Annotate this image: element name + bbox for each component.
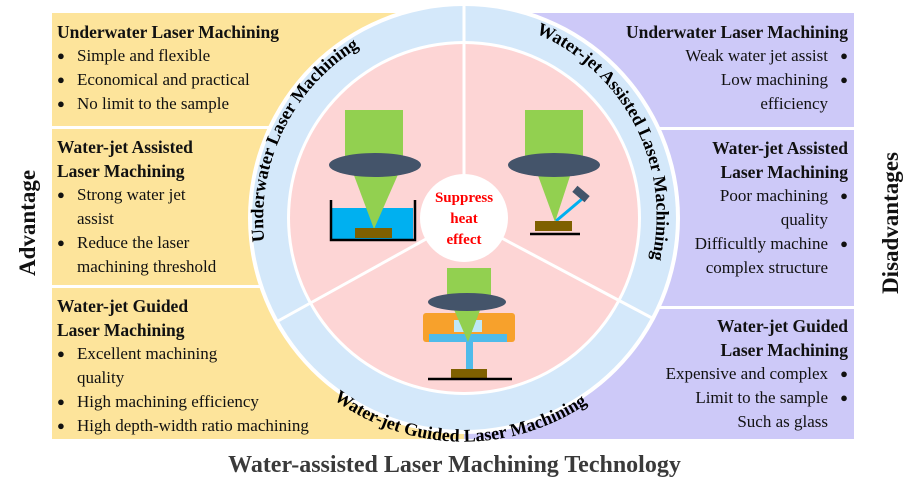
center-label-line: Suppress <box>435 190 493 206</box>
workpiece <box>355 228 392 238</box>
focused-beam <box>452 305 482 342</box>
laser-beam <box>345 110 403 160</box>
list-item: Poor machining quality <box>680 184 848 232</box>
heading: Underwater Laser Machining <box>626 22 848 42</box>
list-item: Reduce the laser machining threshold <box>57 231 245 279</box>
guided-machining-illustration <box>423 268 515 381</box>
focused-beam <box>536 170 572 222</box>
heading: Laser Machining <box>57 320 185 340</box>
list-item: Strong water jet assist <box>57 183 207 231</box>
advantage-guided: Water-jet Guided Laser Machining Excelle… <box>57 294 352 438</box>
underwater-machining-illustration <box>329 110 421 242</box>
disadvantage-label: Disadvantages <box>877 152 903 294</box>
heading: Water-jet Guided <box>716 316 848 336</box>
heading: Laser Machining <box>720 340 848 360</box>
heading: Laser Machining <box>57 161 185 181</box>
disadvantage-underwater: Underwater Laser Machining Weak water je… <box>590 20 848 116</box>
lens <box>329 153 421 177</box>
disadvantage-assisted: Water-jet Assisted Laser Machining Poor … <box>680 136 848 280</box>
tank-outline <box>329 200 417 242</box>
list-item: Difficultly machine complex structure <box>680 232 848 280</box>
heading: Water-jet Guided <box>57 296 189 316</box>
list-item: Economical and practical <box>57 68 317 92</box>
figure-title: Water-assisted Laser Machining Technolog… <box>228 452 681 478</box>
center-label-line: effect <box>447 232 482 248</box>
divider <box>610 306 854 309</box>
list-item: Limit to the sample Such as glass <box>670 386 848 434</box>
heading: Water-jet Assisted <box>57 137 193 157</box>
divider <box>52 285 312 288</box>
lens <box>428 293 506 311</box>
list-item: Simple and flexible <box>57 44 317 68</box>
assisted-machining-illustration <box>508 110 600 236</box>
focused-beam <box>352 170 400 229</box>
heading: Laser Machining <box>720 162 848 182</box>
divider <box>610 127 854 130</box>
lens <box>508 153 600 177</box>
workpiece <box>451 369 487 378</box>
list-item: Expensive and complex <box>630 362 848 386</box>
list-item: Weak water jet assist <box>590 44 848 68</box>
center-circle <box>420 174 508 262</box>
list-item: Excellent machining quality <box>57 342 247 390</box>
advantage-label: Advantage <box>15 169 41 277</box>
water-jet <box>555 197 583 223</box>
advantage-underwater: Underwater Laser Machining Simple and fl… <box>57 20 317 116</box>
list-item: High depth-width ratio machining <box>57 414 352 438</box>
center-label-line: heat <box>450 211 478 227</box>
advantage-assisted: Water-jet Assisted Laser Machining Stron… <box>57 135 245 279</box>
water-jet <box>466 342 473 370</box>
heading: Underwater Laser Machining <box>57 22 279 42</box>
laser-beam <box>525 110 583 160</box>
heading: Water-jet Assisted <box>712 138 848 158</box>
list-item: Low machining efficiency <box>700 68 848 116</box>
list-item: No limit to the sample <box>57 92 317 116</box>
list-item: High machining efficiency <box>57 390 352 414</box>
nozzle <box>572 185 590 203</box>
workpiece <box>535 221 572 231</box>
disadvantage-guided: Water-jet Guided Laser Machining Expensi… <box>630 314 848 434</box>
center-label: Suppress heat effect <box>435 190 493 248</box>
divider <box>52 126 312 129</box>
